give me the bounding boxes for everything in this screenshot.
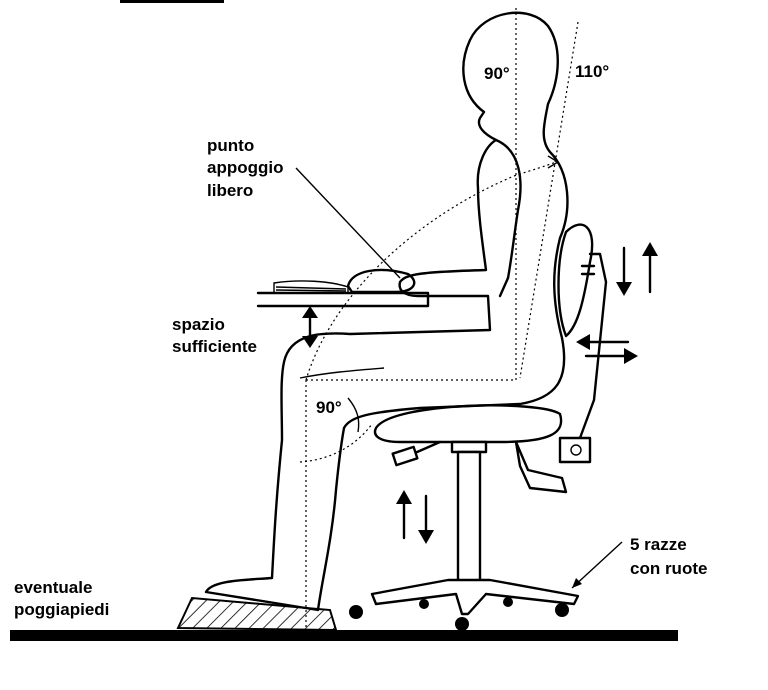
free-support-label-3: libero <box>207 181 253 200</box>
angle-back-label: 110° <box>575 62 609 81</box>
footrest <box>178 598 336 630</box>
clearance-arrow-icon <box>302 306 318 348</box>
seat-height-arrows-icon <box>396 490 434 544</box>
spokes-leader <box>572 542 622 588</box>
free-support-leader <box>296 168 400 278</box>
angle-head-label: 90° <box>484 64 510 83</box>
spokes-label-2: con ruote <box>630 559 707 578</box>
backrest-depth-arrows-icon <box>576 334 638 364</box>
seated-person <box>206 13 567 610</box>
free-support-label-1: punto <box>207 136 254 155</box>
spokes-label-1: 5 razze <box>630 535 687 554</box>
backrest-height-arrows-icon <box>616 242 658 296</box>
angle-knee-label: 90° <box>316 398 342 417</box>
footrest-label-2: poggiapiedi <box>14 600 109 619</box>
footrest-label-1: eventuale <box>14 578 92 597</box>
posture-guides <box>300 8 578 630</box>
free-support-label-2: appoggio <box>207 158 283 177</box>
floor-line <box>10 630 678 641</box>
space-label-2: sufficiente <box>172 337 257 356</box>
space-label-1: spazio <box>172 315 225 334</box>
